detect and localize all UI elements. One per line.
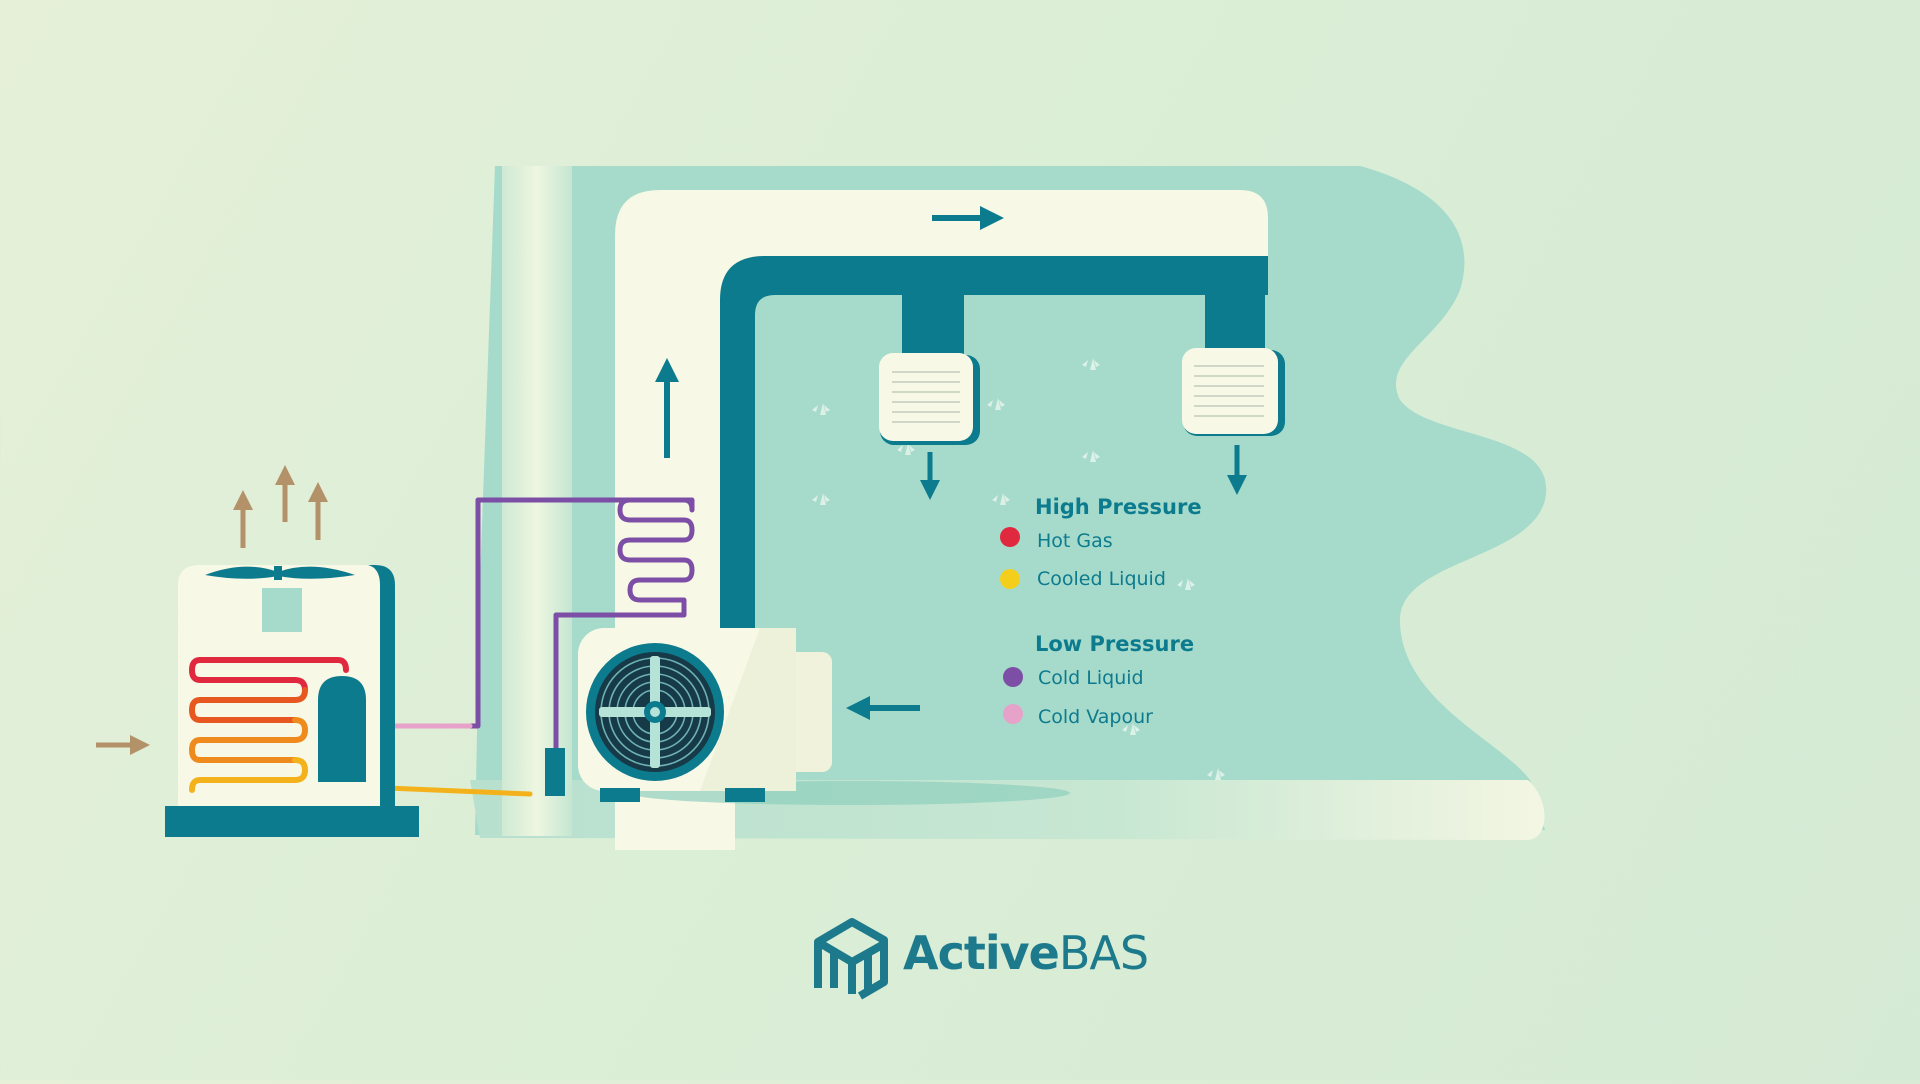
legend-heading-high: High Pressure xyxy=(1035,495,1202,519)
duct-drop-left xyxy=(902,262,964,360)
legend-dot-cooled-liquid xyxy=(1000,569,1020,589)
condenser-unit-icon xyxy=(96,465,419,837)
legend-label-cold-liquid: Cold Liquid xyxy=(1038,667,1144,689)
brand-name: ActiveBAS xyxy=(903,926,1148,980)
legend-label-hot-gas: Hot Gas xyxy=(1037,530,1113,552)
sparkles xyxy=(812,358,1225,780)
legend-dot-hot-gas xyxy=(1000,527,1020,547)
brand-name-strong: Active xyxy=(903,926,1059,980)
legend-dot-cold-liquid xyxy=(1003,667,1023,687)
legend-dot-cold-vapour xyxy=(1003,704,1023,724)
legend: High Pressure Hot Gas Cooled Liquid Low … xyxy=(1000,495,1202,728)
duct-drop-right xyxy=(1205,258,1265,356)
vent-left xyxy=(879,353,980,500)
activebas-logo-icon xyxy=(814,918,888,1000)
brand-logo: ActiveBAS xyxy=(814,918,1149,1000)
legend-heading-low: Low Pressure xyxy=(1035,632,1194,656)
legend-label-cooled-liquid: Cooled Liquid xyxy=(1037,568,1166,590)
expansion-valve xyxy=(545,748,565,796)
legend-label-cold-vapour: Cold Vapour xyxy=(1038,706,1153,728)
compressor xyxy=(318,676,366,806)
vent-right xyxy=(1182,348,1285,495)
indoor-air-handler xyxy=(578,628,1070,805)
fan-icon xyxy=(586,643,724,781)
brand-name-light: BAS xyxy=(1059,926,1148,980)
